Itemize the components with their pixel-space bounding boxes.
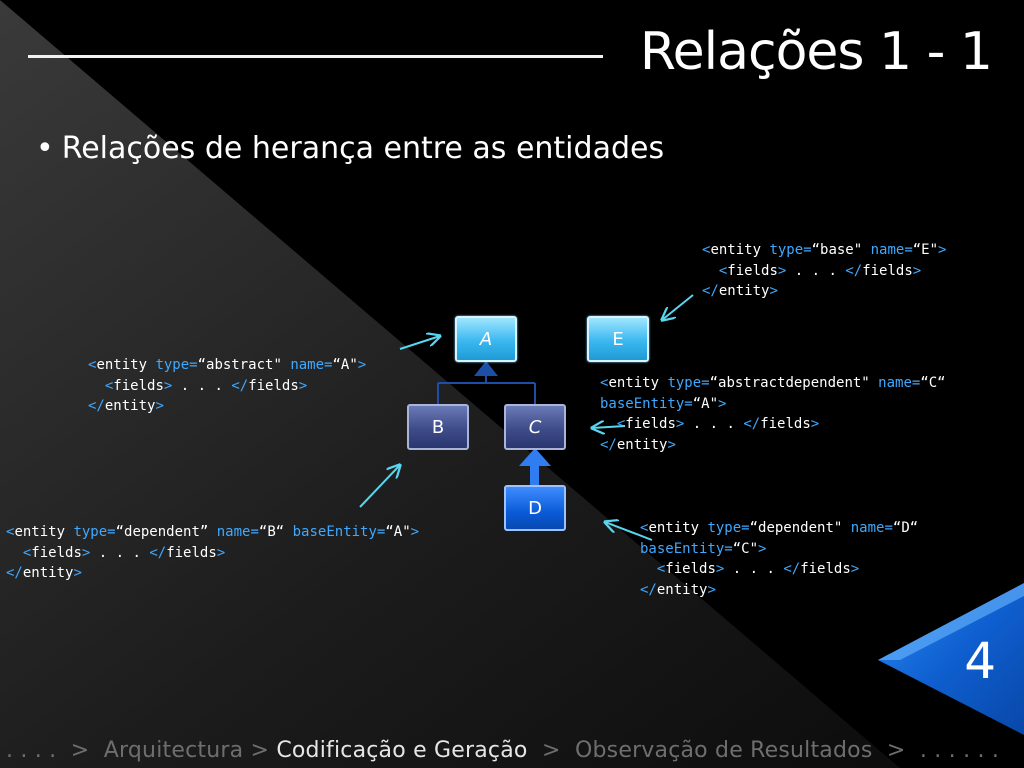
code-block-b: <entity type=“dependent” name=“B“ baseEn…	[6, 524, 420, 581]
footer-item-observacao[interactable]: Observação de Resultados	[574, 738, 873, 763]
footer-separator: >	[886, 738, 906, 763]
entity-box-c: C	[504, 404, 566, 450]
footer-trail-dots: . . . . . .	[919, 738, 1000, 763]
footer-item-codificacao[interactable]: Codificação e Geração	[276, 738, 528, 763]
footer-separator: >	[70, 738, 90, 763]
entity-box-a: A	[455, 316, 517, 362]
slide-title: Relações 1 - 1	[639, 22, 993, 82]
blue-corner-triangle	[878, 583, 1024, 735]
code-block-c: <entity type=“abstractdependent" name=“C…	[600, 375, 946, 453]
entity-box-b: B	[407, 404, 469, 450]
footer-separator: >	[541, 738, 561, 763]
footer-separator: >	[250, 738, 270, 763]
bullet-text: Relações de herança entre as entidades	[61, 131, 665, 166]
entity-box-d: D	[504, 485, 566, 531]
footer-item-arquitectura[interactable]: Arquitectura	[103, 738, 244, 763]
footer-lead-dots: . . . .	[6, 738, 57, 763]
code-block-e: <entity type=“base" name=“E"> <fields> .…	[702, 242, 947, 299]
bullet-dot-icon: •	[36, 131, 54, 166]
code-block-a: <entity type=“abstract" name=“A"> <field…	[88, 357, 367, 414]
title-rule	[28, 55, 603, 58]
page-number: 4	[964, 632, 996, 690]
entity-box-e: E	[587, 316, 649, 362]
bullet-item: •Relações de herança entre as entidades	[36, 131, 664, 166]
code-block-d: <entity type=“dependent" name=“D“ baseEn…	[640, 520, 919, 598]
footer-breadcrumb: . . . . > Arquitectura > Codificação e G…	[6, 738, 999, 763]
